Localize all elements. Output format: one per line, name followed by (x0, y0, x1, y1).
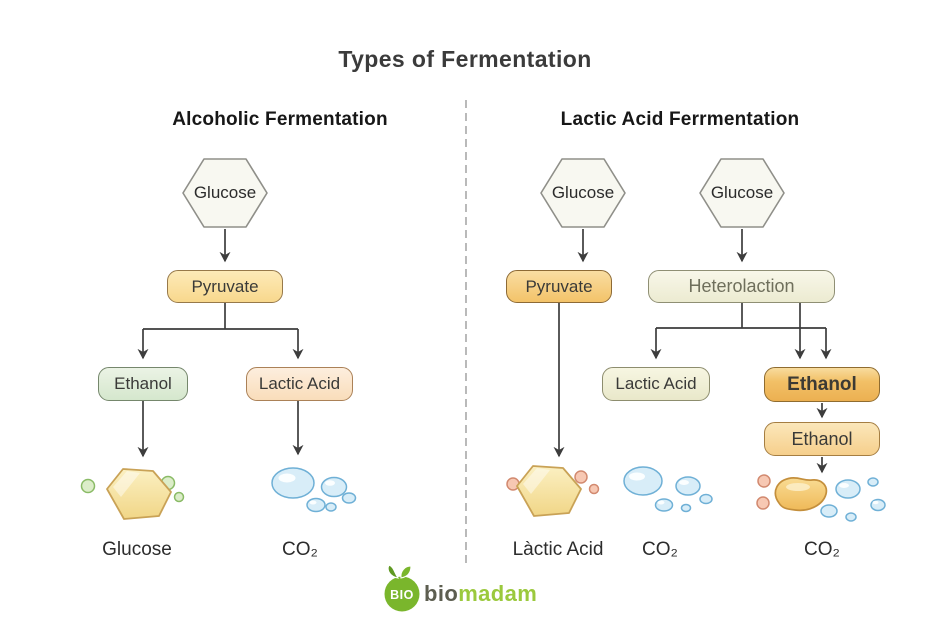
glucose-hexagon-molecule (106, 468, 172, 520)
ethanol-label: Ethanol (791, 428, 853, 449)
glucose-node-label-right1: Glucose (551, 183, 615, 202)
bubble-highlight (629, 472, 645, 481)
bubble (820, 504, 838, 518)
bubble (320, 476, 348, 498)
ethanol-label: Ethanol (787, 373, 857, 395)
product-label-glucose: Glucose (102, 539, 172, 560)
salmon-dot (506, 477, 520, 491)
bubble (675, 476, 701, 496)
bubble (623, 466, 663, 496)
lactic-acid-label: Lactic Acid (615, 374, 697, 393)
brand-text-bio: bio (424, 581, 459, 606)
glucose-molecule-illustration (80, 468, 185, 520)
bubble (271, 467, 315, 499)
pyruvate-node-right: Pyruvate (506, 270, 612, 303)
lactic-acid-node-left: Lactic Acid (246, 367, 353, 401)
blob-highlight (786, 483, 810, 491)
glucose-node-label-left: Glucose (193, 183, 257, 202)
heterolaction-node: Heterolaction (648, 270, 835, 303)
bubble-highlight (325, 480, 335, 486)
bubble (867, 477, 879, 487)
lactic-acid-label: Lactic Acid (258, 374, 341, 393)
product-label-co2-left: CO₂ (282, 539, 318, 560)
logo-badge-text: BIO (390, 588, 414, 602)
bubble (845, 512, 857, 522)
molecule-highlight (523, 468, 550, 494)
co2-bubbles-middle (623, 466, 713, 513)
bubble (699, 493, 713, 505)
leaf-icon (387, 564, 400, 579)
pyruvate-label: Pyruvate (191, 276, 259, 296)
pyruvate-node-left: Pyruvate (167, 270, 283, 303)
bubble (870, 498, 886, 512)
bubble-highlight (278, 473, 296, 483)
bio-logo-badge: BIO (384, 564, 420, 612)
co2-bubbles-left (271, 467, 357, 513)
salmon-dot (588, 483, 600, 495)
product-label-co2-right: CO₂ (804, 539, 840, 560)
lactic-acid-node-right: Lactic Acid (602, 367, 710, 401)
salmon-dot (574, 470, 588, 484)
bubble (654, 498, 674, 512)
salmon-dot (756, 496, 770, 510)
leaf-icon (400, 565, 412, 579)
salmon-dot (757, 474, 771, 488)
logo-circle (384, 576, 420, 612)
co2-ethanol-illustration (756, 474, 886, 522)
lactic-acid-molecule-illustration (506, 465, 600, 517)
heterolaction-label: Heterolaction (688, 276, 795, 296)
pyruvate-label: Pyruvate (525, 276, 593, 296)
bubble (325, 502, 337, 512)
section-heading-lactic: Lactic Acid Ferrmentation (560, 109, 800, 130)
section-heading-alcoholic: Alcoholic Fermentation (172, 109, 388, 130)
biomadam-wordmark: biomadam (424, 581, 537, 607)
bubble-highlight (309, 500, 317, 505)
lactic-hexagon-molecule (516, 465, 582, 517)
glucose-hexagon-right2 (699, 158, 785, 228)
left-connectors (137, 229, 304, 458)
molecule-highlight (113, 471, 140, 497)
heterolaction-branch-line (656, 303, 826, 329)
ethanol-node-right-1: Ethanol (764, 367, 880, 402)
ethanol-blob (774, 476, 828, 512)
product-label-lactic-acid: Làctic Acid (512, 539, 604, 560)
bubble-highlight (839, 483, 849, 488)
right-connectors (553, 229, 832, 474)
green-dot (80, 478, 96, 494)
ethanol-node-right-2: Ethanol (764, 422, 880, 456)
bubble (680, 503, 692, 513)
brand-text-madam: madam (458, 581, 538, 606)
glucose-hexagon-left (182, 158, 268, 228)
bubble (341, 492, 357, 504)
ethanol-node-left: Ethanol (98, 367, 188, 401)
ethanol-label: Ethanol (114, 374, 172, 393)
pyruvate-branch-line (143, 303, 298, 330)
bubble (306, 497, 326, 513)
green-dot (173, 491, 185, 503)
glucose-node-label-right2: Glucose (710, 183, 774, 202)
product-label-co2-middle: CO₂ (642, 539, 678, 560)
page-title: Types of Fermentation (338, 46, 592, 72)
glucose-hexagon-right1 (540, 158, 626, 228)
bubble-highlight (679, 480, 689, 485)
bubble (835, 479, 861, 499)
bubble-highlight (657, 500, 665, 505)
bubble-highlight (872, 500, 879, 505)
